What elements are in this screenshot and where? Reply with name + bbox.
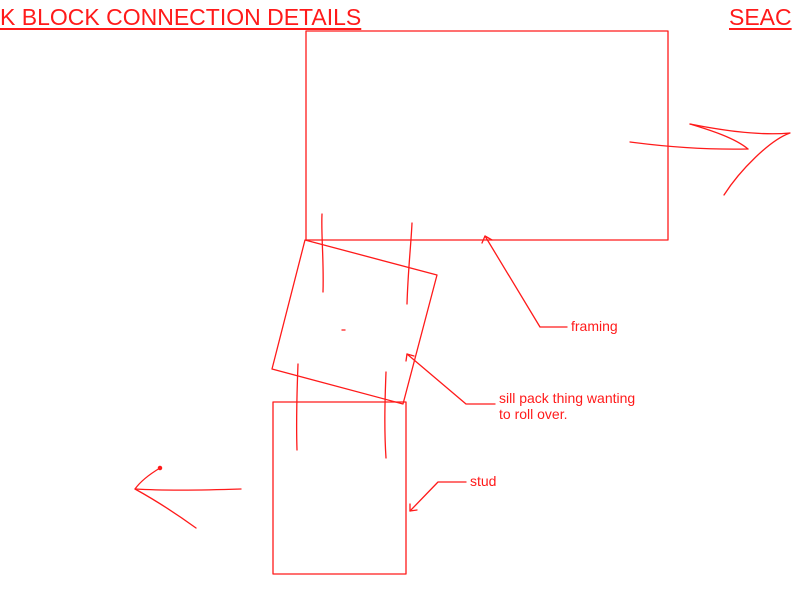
- fastener-stroke-right-upper: [406, 222, 413, 305]
- stud-rectangle: [272, 401, 407, 575]
- sill-pack-label-line2: to roll over.: [499, 406, 568, 422]
- sill-pack-label: sill pack thing wanting to roll over.: [499, 390, 635, 422]
- framing-label: framing: [571, 318, 618, 334]
- sill-pack-block: [271, 239, 438, 405]
- stud-label: stud: [470, 473, 497, 489]
- sill-pack-label-line1: sill pack thing wanting: [499, 390, 636, 406]
- right-arrow-head: [689, 123, 791, 196]
- sill-leader-arrowhead: [405, 353, 415, 362]
- right-arrow-head-inner: [689, 123, 749, 150]
- left-arrow-tip-dot: [157, 465, 163, 471]
- framing-leader-line: [484, 235, 568, 328]
- framing-rectangle: [305, 30, 669, 241]
- fastener-stroke-right-lower: [384, 371, 387, 459]
- right-arrow-shaft: [629, 141, 749, 150]
- framing-leader-arrowhead: [481, 235, 493, 244]
- stud-leader-arrowhead: [409, 503, 418, 512]
- fastener-stroke-left-upper: [321, 213, 324, 293]
- left-arrow-shaft: [134, 488, 242, 491]
- left-arrow-head: [134, 467, 197, 529]
- stud-leader-line: [409, 481, 467, 512]
- sill-leader-line: [406, 353, 496, 405]
- drawing-title: K BLOCK CONNECTION DETAILS: [0, 4, 362, 30]
- fastener-stroke-left-lower: [295, 363, 299, 451]
- drawing-title-cut: SEAC: [729, 4, 792, 30]
